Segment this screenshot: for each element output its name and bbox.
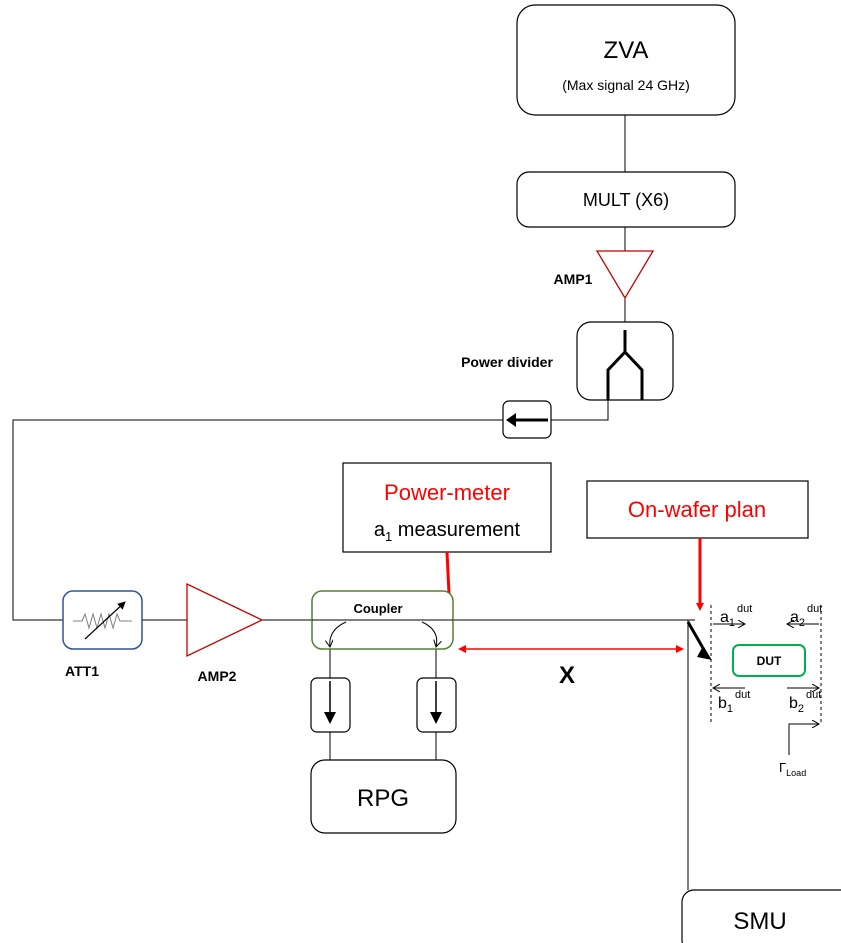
distance-label: X: [559, 662, 575, 689]
coupler-label: Coupler: [353, 601, 402, 616]
b2-dut-label: b2dut: [789, 689, 821, 715]
mult-label: MULT (X6): [583, 190, 669, 210]
isolator-icon: [502, 400, 552, 439]
amp2-triangle: [186, 582, 264, 658]
gamma-load-label: ΓLoad: [779, 760, 806, 778]
rpg-label: RPG: [357, 785, 409, 812]
rpg-box: RPG: [310, 759, 457, 834]
power-divider-label: Power divider: [461, 354, 553, 370]
smu-box: SMU: [681, 889, 841, 943]
on-wafer-plan-box: On-wafer plan: [586, 480, 809, 539]
isolator-left-icon: [310, 677, 351, 733]
on-wafer-plan-label: On-wafer plan: [628, 497, 766, 522]
power-meter-title: Power-meter: [384, 480, 510, 505]
mult-box: MULT (X6): [516, 171, 736, 228]
amp1-label: AMP1: [554, 271, 593, 287]
isolator-right-icon: [416, 677, 457, 733]
zva-title: ZVA: [604, 37, 649, 64]
power-divider-box: [576, 321, 674, 401]
att1-label: ATT1: [65, 663, 99, 679]
b1-dut-label: b1dut: [718, 689, 750, 715]
power-meter-box: Power-meter a1 measurement: [342, 462, 552, 553]
amp1-triangle: [595, 250, 655, 300]
smu-label: SMU: [733, 908, 786, 935]
amp2-label: AMP2: [198, 668, 237, 684]
a2-dut-label: a2dut: [790, 603, 822, 629]
a1-dut-label: a1dut: [720, 603, 752, 629]
coupler-box: Coupler: [311, 590, 454, 650]
probe-tip-icon: [686, 621, 712, 660]
zva-subtitle: (Max signal 24 GHz): [562, 77, 690, 93]
dut-section: DUT a1dut a2dut b1dut b2dut ΓLoad: [710, 603, 822, 778]
zva-box: ZVA (Max signal 24 GHz): [516, 4, 736, 116]
power-meter-measurement: a1 measurement: [374, 519, 521, 544]
dut-label: DUT: [757, 654, 782, 668]
signal-wires: [12, 115, 695, 890]
att1-box: [62, 590, 143, 650]
